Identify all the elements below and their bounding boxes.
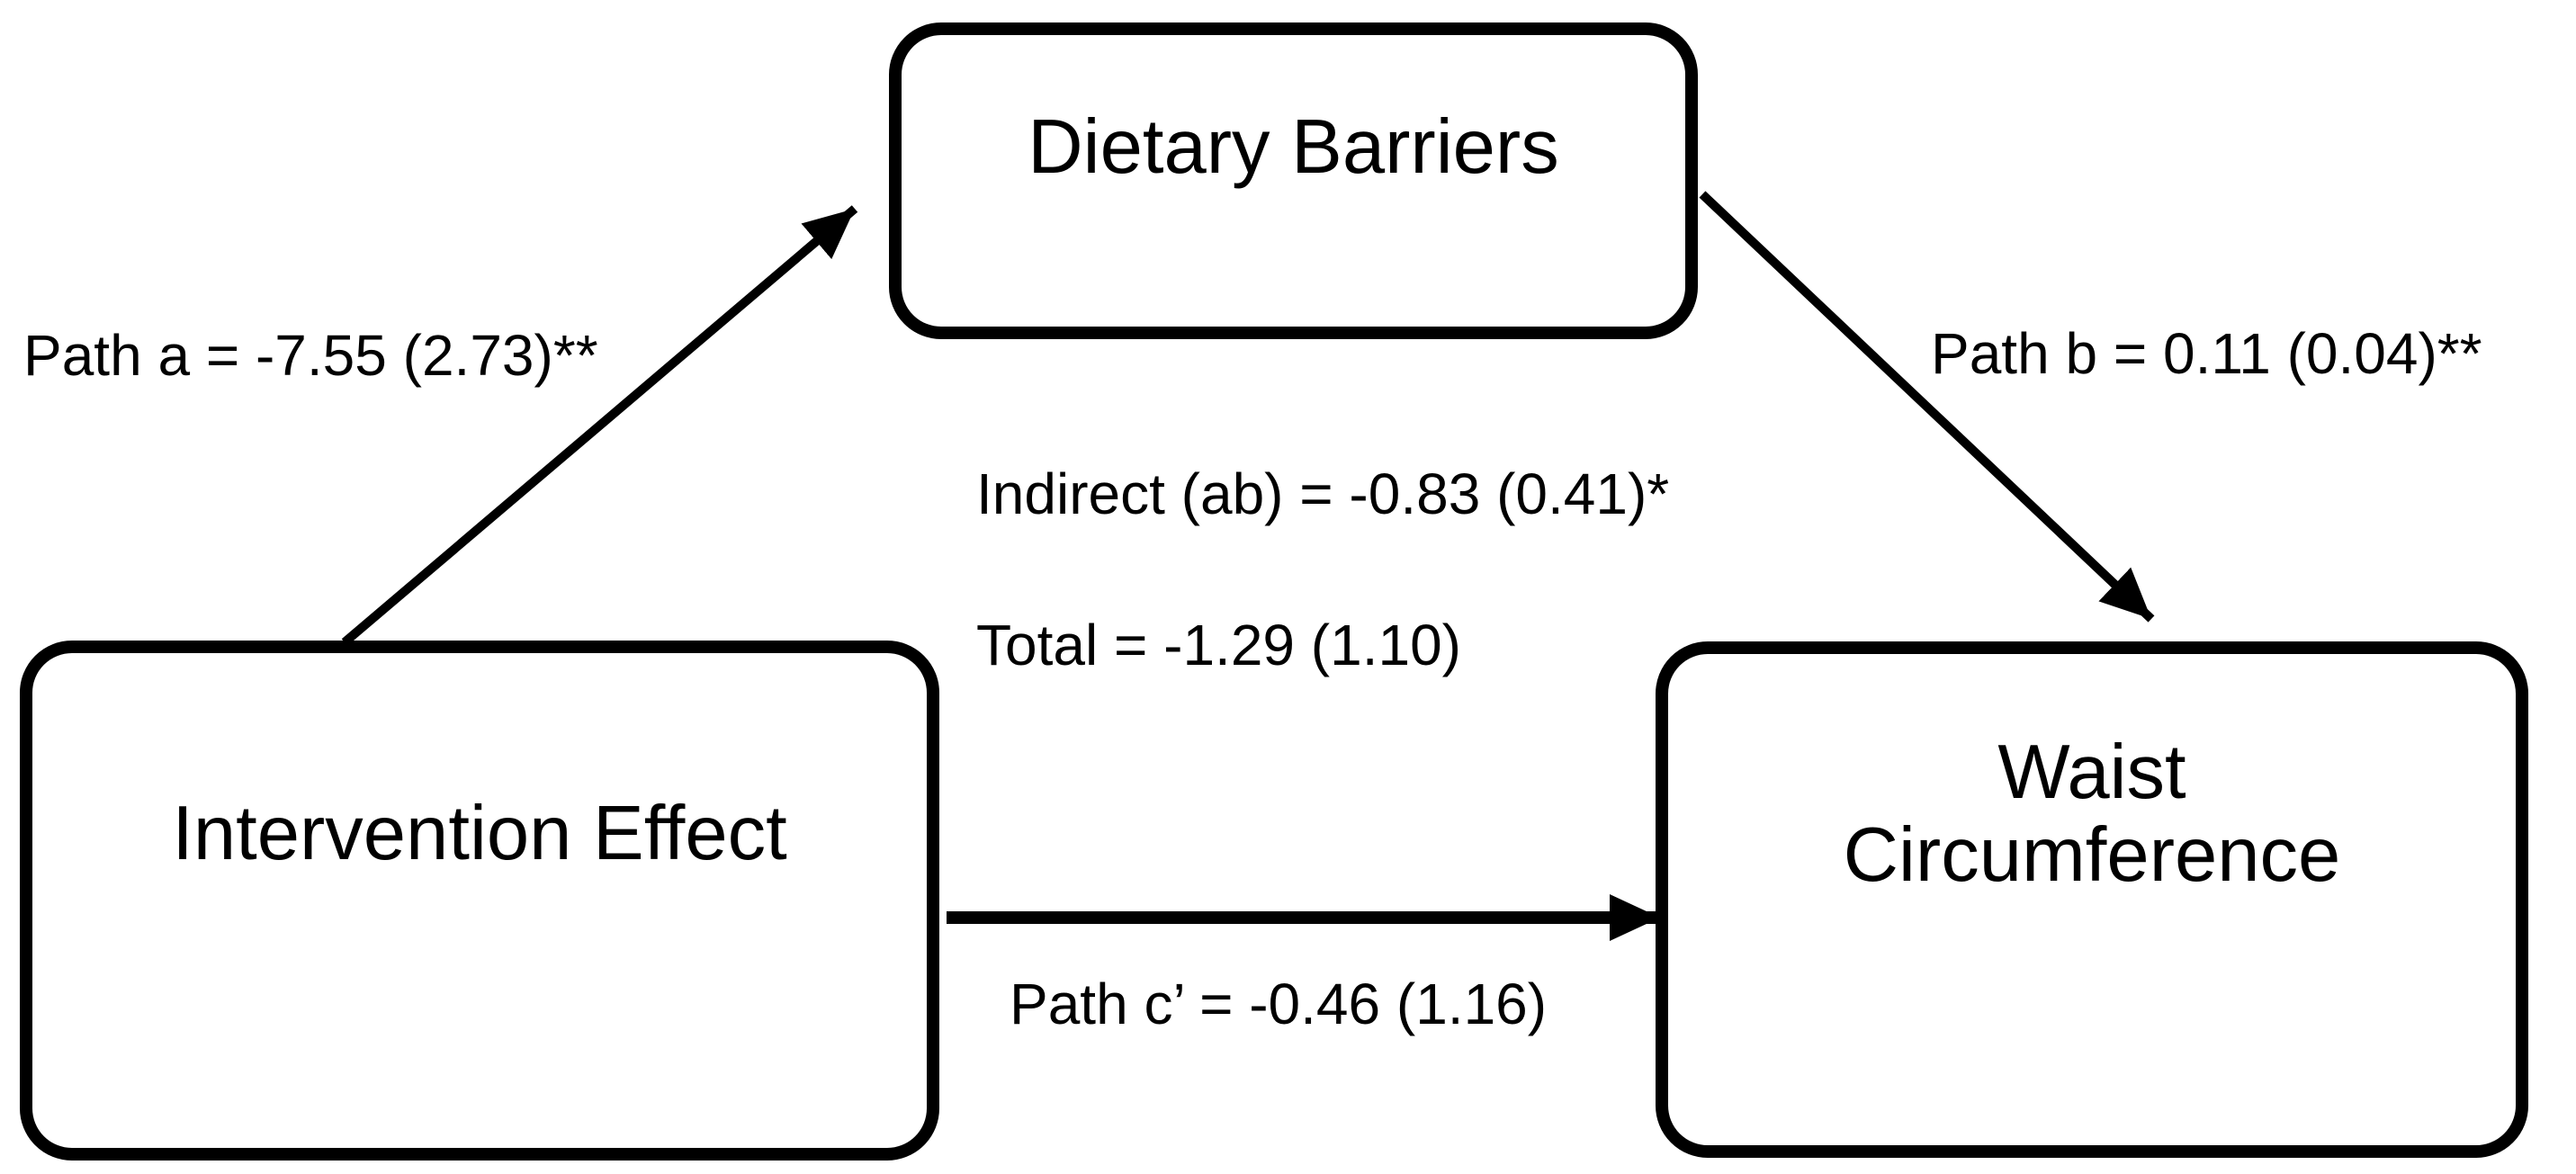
indirect-effect-annotation: Indirect (ab) = -0.83 (0.41)* xyxy=(976,462,1670,526)
node-intervention-effect-label: Intervention Effect xyxy=(172,791,787,876)
node-intervention-effect: Intervention Effect xyxy=(20,641,939,1161)
path-a-label: Path a = -7.55 (2.73)** xyxy=(23,323,598,388)
node-waist-circumference-line2: Circumference xyxy=(1843,811,2341,898)
node-dietary-barriers-label: Dietary Barriers xyxy=(1028,104,1559,190)
node-waist-circumference: Waist Circumference xyxy=(1656,641,2528,1158)
node-dietary-barriers: Dietary Barriers xyxy=(889,22,1698,339)
node-waist-circumference-line1: Waist xyxy=(1997,730,2186,815)
path-c-label: Path c’ = -0.46 (1.16) xyxy=(1010,972,1548,1036)
arrow-path-a xyxy=(341,205,858,646)
path-b-label: Path b = 0.11 (0.04)** xyxy=(1931,321,2482,386)
total-effect-annotation: Total = -1.29 (1.10) xyxy=(976,613,1461,677)
arrow-path-b xyxy=(1699,191,2155,623)
node-waist-circumference-label: Waist Circumference xyxy=(1668,731,2516,897)
